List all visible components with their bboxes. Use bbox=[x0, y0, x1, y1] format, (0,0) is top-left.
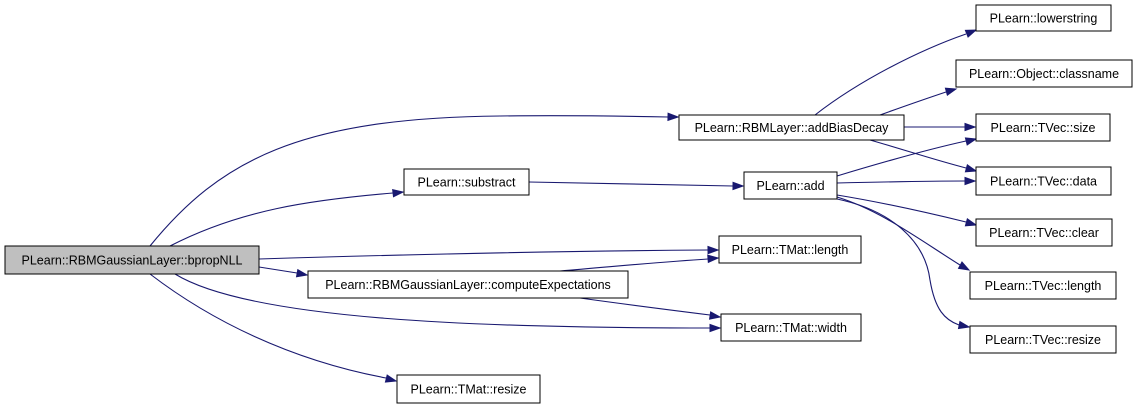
node-lowerstring[interactable]: PLearn::lowerstring bbox=[975, 4, 1112, 32]
node-rbmgaussianlayer-bpropnll[interactable]: PLearn::RBMGaussianLayer::bpropNLL bbox=[4, 245, 260, 275]
node-rbmgaussianlayer-computeexpectations[interactable]: PLearn::RBMGaussianLayer::computeExpecta… bbox=[307, 270, 629, 299]
node-label: PLearn::substract bbox=[418, 176, 516, 190]
arrowhead bbox=[964, 164, 978, 173]
node-label: PLearn::Object::classname bbox=[969, 67, 1119, 81]
arrowhead bbox=[295, 268, 309, 278]
edge-line bbox=[149, 115, 669, 247]
arrowhead bbox=[957, 261, 971, 271]
edge-compexp-to-tmatwidth bbox=[579, 297, 722, 320]
arrowhead bbox=[964, 137, 978, 146]
edge-line bbox=[579, 297, 711, 316]
arrowhead bbox=[944, 87, 958, 96]
edge-line bbox=[869, 139, 967, 169]
node-add[interactable]: PLearn::add bbox=[743, 171, 838, 200]
node-label: PLearn::TMat::width bbox=[735, 321, 847, 335]
edge-addbias-to-classname bbox=[879, 87, 958, 116]
arrowhead bbox=[707, 254, 720, 264]
arrowhead bbox=[707, 245, 720, 255]
edge-root-to-substract bbox=[169, 188, 405, 247]
edge-line bbox=[559, 258, 709, 272]
edge-line bbox=[528, 181, 734, 187]
node-label: PLearn::TVec::length bbox=[985, 279, 1102, 293]
node-object-classname[interactable]: PLearn::Object::classname bbox=[955, 59, 1133, 88]
edge-line bbox=[174, 273, 711, 329]
node-label: PLearn::RBMLayer::addBiasDecay bbox=[695, 121, 890, 135]
node-rbmlayer-addbiasdecay[interactable]: PLearn::RBMLayer::addBiasDecay bbox=[678, 114, 905, 141]
node-tvec-data[interactable]: PLearn::TVec::data bbox=[975, 166, 1112, 196]
node-label: PLearn::TVec::data bbox=[990, 175, 1097, 189]
arrowhead bbox=[964, 176, 977, 186]
node-tvec-resize[interactable]: PLearn::TVec::resize bbox=[969, 325, 1117, 354]
edge-add-to-tvecclear bbox=[836, 194, 978, 227]
edge-compexp-to-tmatlength bbox=[559, 254, 720, 272]
arrowhead bbox=[709, 323, 722, 333]
arrowhead bbox=[384, 374, 398, 383]
node-tmat-width[interactable]: PLearn::TMat::width bbox=[720, 313, 862, 342]
edge-root-to-compexp bbox=[258, 266, 309, 278]
edge-add-to-tvecdata bbox=[836, 176, 977, 186]
node-substract[interactable]: PLearn::substract bbox=[403, 168, 530, 196]
node-label: PLearn::RBMGaussianLayer::bpropNLL bbox=[22, 254, 243, 268]
node-label: PLearn::RBMGaussianLayer::computeExpecta… bbox=[325, 278, 611, 292]
arrowhead bbox=[964, 122, 977, 132]
node-label: PLearn::TMat::resize bbox=[410, 383, 526, 397]
node-label: PLearn::add bbox=[756, 179, 824, 193]
edge-substract-to-add bbox=[528, 181, 745, 191]
edge-line bbox=[149, 273, 387, 379]
edge-line bbox=[879, 91, 947, 116]
edge-add-to-tvecresize bbox=[836, 198, 971, 330]
arrowhead bbox=[667, 112, 680, 122]
node-label: PLearn::TVec::resize bbox=[985, 333, 1101, 347]
edge-addbias-to-tvecdata bbox=[869, 139, 978, 173]
node-label: PLearn::TVec::size bbox=[991, 121, 1096, 135]
edge-addbias-to-lowerstring bbox=[814, 29, 978, 116]
arrowhead bbox=[957, 320, 971, 330]
edge-line bbox=[836, 194, 967, 223]
arrowhead bbox=[392, 188, 405, 198]
node-tvec-length[interactable]: PLearn::TVec::length bbox=[969, 271, 1117, 300]
arrowhead bbox=[732, 181, 745, 191]
edge-line bbox=[836, 180, 966, 184]
node-label: PLearn::lowerstring bbox=[990, 12, 1098, 26]
edge-root-to-addbias bbox=[149, 112, 680, 247]
node-tvec-clear[interactable]: PLearn::TVec::clear bbox=[975, 218, 1113, 247]
edge-line bbox=[836, 140, 967, 177]
arrowhead bbox=[708, 311, 722, 320]
node-label: PLearn::TMat::length bbox=[732, 243, 849, 257]
edge-line bbox=[169, 192, 394, 247]
edge-line bbox=[258, 249, 709, 260]
arrowhead bbox=[964, 218, 978, 227]
edge-root-to-tmatresize bbox=[149, 273, 398, 383]
edge-line bbox=[814, 33, 967, 116]
edge-add-to-tvecsize bbox=[836, 137, 978, 177]
edge-line bbox=[258, 266, 298, 274]
node-tmat-resize[interactable]: PLearn::TMat::resize bbox=[396, 374, 541, 404]
edge-root-to-tmatwidth bbox=[174, 273, 722, 333]
arrowhead bbox=[964, 29, 978, 38]
edge-root-to-tmatlength bbox=[258, 245, 720, 260]
edge-addbias-to-tvecsize bbox=[904, 122, 977, 132]
edge-line bbox=[836, 198, 960, 326]
node-tvec-size[interactable]: PLearn::TVec::size bbox=[975, 113, 1111, 142]
node-tmat-length[interactable]: PLearn::TMat::length bbox=[718, 235, 862, 264]
node-label: PLearn::TVec::clear bbox=[989, 226, 1099, 240]
